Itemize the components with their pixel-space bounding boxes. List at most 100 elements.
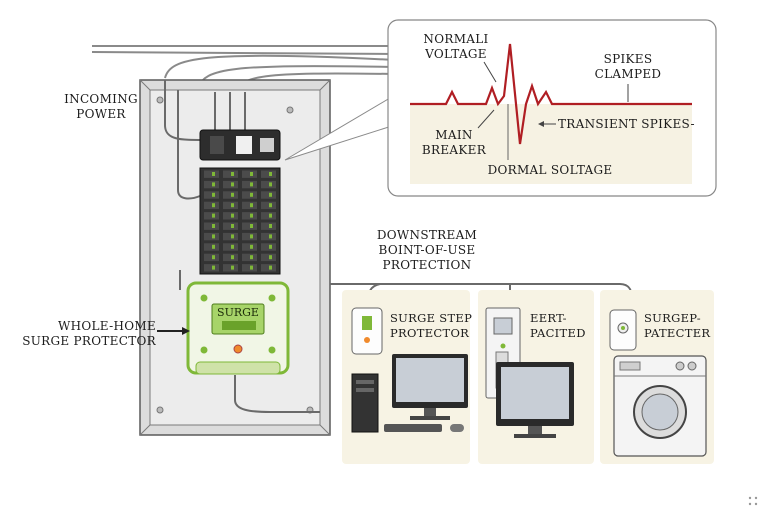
breaker-bank [199,167,281,275]
circuit-breaker-switch[interactable] [261,222,276,230]
surge-device-screen: SURGE [217,306,259,319]
transient-arrowhead [538,121,544,127]
circuit-breaker-switch[interactable] [204,201,219,210]
breaker-indicator [231,234,234,239]
circuit-breaker-switch[interactable] [204,212,219,220]
circuit-breaker-switch[interactable] [261,180,276,189]
whole-home-line-2: SURGE PROTECTOR [22,334,156,348]
corner-dots [748,496,758,506]
breaker-indicator [250,203,253,208]
breaker-indicator [231,244,234,249]
breaker-indicator [250,182,253,187]
main-breaker-line-2: BREAKER [421,143,487,157]
circuit-breaker-switch[interactable] [223,170,238,178]
circuit-breaker-switch[interactable] [204,180,219,189]
breaker-indicator [250,234,253,239]
breaker-indicator [212,213,215,218]
breaker-indicator [269,255,272,260]
circuit-breaker-switch[interactable] [242,264,257,272]
circuit-breaker-switch[interactable] [261,264,276,272]
device-3-label-line-2: PATECTER [644,326,711,340]
voltage-leader [483,61,497,83]
breaker-indicator [250,265,253,270]
circuit-breaker-switch[interactable] [261,232,276,241]
circuit-breaker-switch[interactable] [242,222,257,230]
downstream-line-3: PROTECTION [382,258,472,272]
breaker-indicator [269,203,272,208]
main-breaker[interactable] [199,129,281,161]
transient-spikes-label: TRANSIENT SPIKES- [558,117,695,131]
spikes-clamped-line-2: CLAMPED [594,67,662,81]
breaker-indicator [250,244,253,249]
breaker-indicator [269,244,272,249]
breaker-indicator [231,213,234,218]
panel-wiring [164,80,320,413]
breaker-indicator [269,265,272,270]
device-3-label: SURGEP- PATECTER [644,311,710,341]
circuit-breaker-switch[interactable] [204,232,219,241]
normal-voltage-label: NORMALI VOLTAGE [418,32,494,62]
circuit-breaker-switch[interactable] [223,180,238,189]
circuit-breaker-switch[interactable] [204,170,219,178]
circuit-breaker-switch[interactable] [261,243,276,251]
breaker-indicator [269,213,272,218]
circuit-breaker-switch[interactable] [223,191,238,199]
circuit-breaker-switch[interactable] [223,212,238,220]
circuit-breaker-switch[interactable] [223,201,238,210]
breaker-indicator [231,182,234,187]
circuit-breaker-switch[interactable] [223,222,238,230]
circuit-breaker-switch[interactable] [223,243,238,251]
breaker-indicator [269,234,272,239]
spikes-clamped-line-1: SPIKES [603,52,653,66]
breaker-indicator [231,265,234,270]
device-2-label-line-2: PACITED [530,326,586,340]
normal-voltage-line-1: NORMALI [423,32,489,46]
circuit-breaker-switch[interactable] [242,191,257,199]
breaker-indicator [231,255,234,260]
circuit-breaker-switch[interactable] [261,212,276,220]
circuit-breaker-switch[interactable] [204,243,219,251]
device-card-1 [342,290,470,464]
breaker-indicator [212,255,215,260]
breaker-indicator [250,224,253,228]
circuit-breaker-switch[interactable] [242,243,257,251]
breaker-indicator [212,192,215,197]
device-card-3 [600,290,714,464]
circuit-breaker-switch[interactable] [242,201,257,210]
circuit-breaker-switch[interactable] [261,253,276,262]
circuit-breaker-switch[interactable] [261,191,276,199]
downstream-line-1: DOWNSTREAM [376,228,478,242]
breaker-indicator [212,265,215,270]
circuit-breaker-switch[interactable] [204,222,219,230]
breaker-indicator [212,244,215,249]
circuit-breaker-switch[interactable] [223,264,238,272]
circuit-breaker-switch[interactable] [204,191,219,199]
breaker-indicator [212,182,215,187]
device-card-2 [478,290,594,464]
circuit-breaker-switch[interactable] [242,180,257,189]
circuit-breaker-switch[interactable] [223,232,238,241]
main-breaker-line-1: MAIN [435,128,473,142]
main-breaker-label: MAIN BREAKER [418,128,490,158]
device-2-label-line-1: EERT- [530,311,567,325]
device-1-label-line-1: SURGE STEP [390,311,473,325]
circuit-breaker-switch[interactable] [242,232,257,241]
breaker-indicator [231,224,234,228]
circuit-breaker-switch[interactable] [242,212,257,220]
circuit-breaker-switch[interactable] [242,253,257,262]
breaker-indicator [269,182,272,187]
breaker-indicator [250,255,253,260]
circuit-breaker-switch[interactable] [261,201,276,210]
breaker-indicator [231,192,234,197]
circuit-breaker-switch[interactable] [204,253,219,262]
circuit-breaker-switch[interactable] [261,170,276,178]
inset-bottom-label: DORMAL SOLTAGE [487,163,613,177]
waveform-inset [387,19,717,197]
breaker-indicator [250,172,253,176]
circuit-breaker-switch[interactable] [242,170,257,178]
downstream-label: DOWNSTREAM BOINT-OF-USE PROTECTION [362,228,492,273]
breaker-indicator [231,172,234,176]
circuit-breaker-switch[interactable] [204,264,219,272]
circuit-breaker-switch[interactable] [223,253,238,262]
